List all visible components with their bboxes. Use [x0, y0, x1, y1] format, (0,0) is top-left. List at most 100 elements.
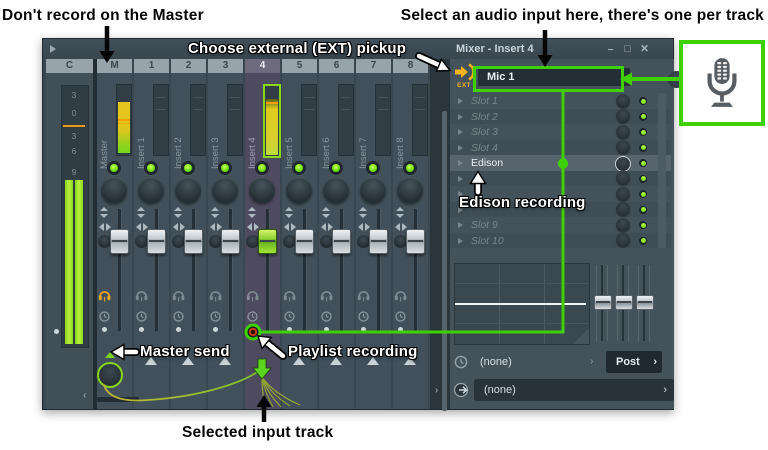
current-track-header[interactable]: C — [46, 59, 93, 73]
slot-menu-icon[interactable] — [458, 160, 463, 166]
track-header[interactable]: 6 — [319, 59, 354, 73]
stereo-sep-icon[interactable] — [174, 207, 183, 218]
send-switch-arrow[interactable] — [145, 357, 157, 365]
mute-led[interactable] — [403, 161, 417, 175]
effect-slot-slot-3[interactable]: Slot 3 — [450, 124, 671, 140]
track-header[interactable]: 8 — [393, 59, 428, 73]
mute-led[interactable] — [107, 161, 121, 175]
pan-arrows-icon[interactable] — [247, 223, 259, 232]
mute-led[interactable] — [144, 161, 158, 175]
stereo-sep-icon[interactable] — [211, 207, 220, 218]
stereo-sep-knob[interactable] — [246, 235, 259, 248]
stereo-sep-icon[interactable] — [359, 207, 368, 218]
slot-enable-led[interactable] — [639, 205, 647, 214]
cue-headphones-icon[interactable] — [394, 288, 407, 302]
pan-arrows-icon[interactable] — [173, 223, 185, 232]
pan-knob[interactable] — [397, 177, 423, 203]
track-header[interactable]: 7 — [356, 59, 391, 73]
audio-output-selector[interactable]: (none) › — [474, 379, 674, 401]
track-header[interactable]: 5 — [282, 59, 317, 73]
slot-enable-led[interactable] — [639, 159, 647, 167]
volume-fader[interactable] — [184, 229, 203, 254]
cue-headphones-icon[interactable] — [209, 288, 222, 302]
stereo-sep-icon[interactable] — [322, 207, 331, 218]
stereo-sep-icon[interactable] — [248, 207, 257, 218]
latency-clock-icon[interactable] — [247, 309, 258, 322]
scroll-right-icon[interactable]: › — [435, 385, 439, 396]
stereo-sep-icon[interactable] — [100, 207, 109, 218]
mute-led[interactable] — [329, 161, 343, 175]
slot-mix-knob[interactable] — [616, 140, 630, 154]
latency-clock-icon[interactable] — [136, 309, 147, 322]
record-arm-dot[interactable] — [398, 327, 403, 332]
slot-enable-led[interactable] — [639, 190, 647, 198]
pan-knob[interactable] — [175, 177, 201, 203]
record-arm-dot[interactable] — [287, 327, 292, 332]
track-header[interactable]: 4 — [245, 59, 280, 73]
slot-menu-icon[interactable] — [458, 144, 463, 151]
slot-enable-led[interactable] — [639, 112, 647, 121]
pan-knob[interactable] — [286, 177, 312, 203]
track-header[interactable]: 1 — [134, 59, 169, 73]
slot-mix-knob[interactable] — [616, 202, 630, 216]
stereo-sep-icon[interactable] — [137, 207, 146, 218]
horizontal-scrollbar[interactable] — [97, 397, 139, 402]
vertical-scrollbar[interactable] — [442, 111, 447, 411]
latency-clock-icon[interactable] — [173, 309, 184, 322]
mixer-track-insert-4[interactable]: 4 Insert 4 — [245, 59, 281, 409]
slot-mix-knob[interactable] — [616, 109, 630, 123]
cue-headphones-icon[interactable] — [50, 285, 63, 299]
maximize-button[interactable]: □ — [624, 43, 631, 55]
latency-clock-icon[interactable] — [321, 309, 332, 322]
track-header[interactable]: 2 — [171, 59, 206, 73]
volume-fader[interactable] — [258, 229, 277, 254]
slot-mix-knob[interactable] — [616, 233, 630, 247]
latency-clock-icon[interactable] — [210, 309, 221, 322]
mixer-track-master[interactable]: M Master — [97, 59, 132, 409]
eq-preview[interactable] — [454, 263, 590, 345]
stereo-sep-knob[interactable] — [172, 235, 185, 248]
latency-clock-icon[interactable] — [395, 309, 406, 322]
record-arm-dot[interactable] — [213, 327, 218, 332]
pan-arrows-icon[interactable] — [136, 223, 148, 232]
cue-headphones-icon[interactable] — [246, 288, 259, 302]
record-arm-dot[interactable] — [361, 327, 366, 332]
stereo-sep-icon[interactable] — [396, 207, 405, 218]
volume-fader[interactable] — [221, 229, 240, 254]
slot-mix-knob[interactable] — [616, 93, 630, 108]
audio-output-icon[interactable] — [453, 381, 471, 399]
slot-mix-knob[interactable] — [616, 171, 630, 185]
pan-knob[interactable] — [360, 177, 386, 203]
slot-menu-icon[interactable] — [458, 175, 463, 182]
mixer-track-insert-3[interactable]: 3 Insert 3 — [208, 59, 243, 409]
slot-mix-knob[interactable] — [616, 186, 630, 201]
pan-knob[interactable] — [138, 177, 164, 203]
slot-enable-led[interactable] — [639, 128, 647, 136]
cue-headphones-icon[interactable] — [283, 288, 296, 302]
slot-mix-knob[interactable] — [616, 217, 630, 232]
effect-slot-slot-10[interactable]: Slot 10 — [450, 232, 671, 248]
track-header[interactable]: 3 — [208, 59, 243, 73]
slot-menu-icon[interactable] — [458, 113, 463, 120]
cue-headphones-icon[interactable] — [172, 288, 185, 302]
pan-knob[interactable] — [249, 177, 275, 203]
send-switch-arrow[interactable] — [182, 357, 194, 365]
cue-headphones-icon[interactable] — [98, 288, 111, 302]
volume-fader[interactable] — [295, 229, 314, 254]
slot-menu-icon[interactable] — [458, 98, 463, 104]
slot-menu-icon[interactable] — [458, 129, 463, 135]
send-enable-arrow[interactable] — [105, 352, 115, 358]
slot-mix-knob[interactable] — [615, 155, 631, 172]
latency-clock-icon[interactable] — [99, 309, 110, 322]
mute-led[interactable] — [218, 161, 232, 175]
pan-arrows-icon[interactable] — [99, 223, 111, 232]
master-send-knob[interactable] — [97, 362, 123, 388]
slot-menu-icon[interactable] — [458, 237, 463, 244]
record-arm-dot[interactable] — [139, 327, 144, 332]
slot-enable-led[interactable] — [639, 143, 647, 152]
record-arm-dot[interactable] — [102, 327, 107, 332]
record-arm-dot[interactable] — [176, 327, 181, 332]
latency-clock-icon[interactable] — [358, 309, 369, 322]
pan-knob[interactable] — [101, 177, 127, 203]
pan-arrows-icon[interactable] — [210, 223, 222, 232]
